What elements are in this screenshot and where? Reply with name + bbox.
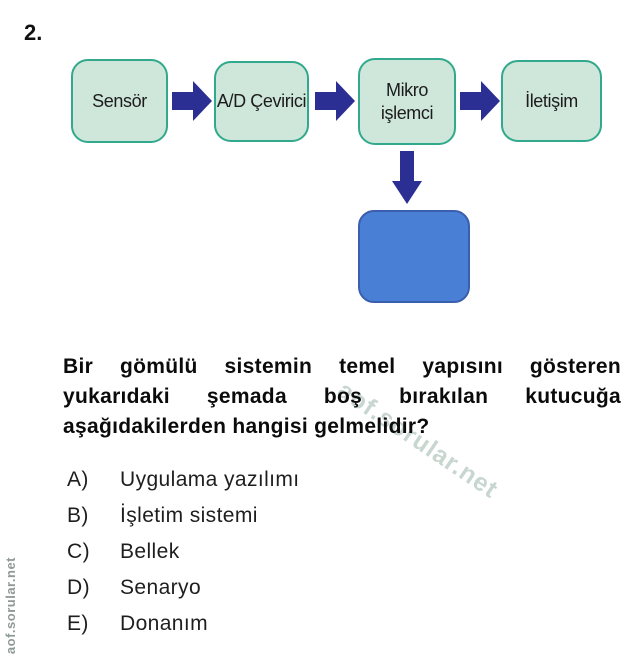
option-text: İşletim sistemi (120, 504, 258, 527)
option-letter: E) (67, 612, 89, 635)
question-text: Bir gömülü sistemin temel yapısını göste… (63, 352, 621, 442)
diagram-box-sensor: Sensör (71, 59, 168, 143)
question-number: 2. (24, 20, 43, 45)
option-text: Donanım (120, 612, 209, 635)
option-letter: C) (67, 540, 90, 563)
right-arrow-icon (172, 79, 212, 128)
option-c: C) Bellek (67, 534, 487, 570)
option-b: B) İşletim sistemi (67, 498, 487, 534)
option-d: D) Senaryo (67, 570, 487, 606)
options-list: A) Uygulama yazılımı B) İşletim sistemi … (67, 462, 487, 642)
right-arrow-icon (460, 79, 500, 128)
option-e: E) Donanım (67, 606, 487, 642)
diagram-box-ad-converter: A/D Çevirici (214, 61, 309, 142)
question-line: Bir gömülü sistemin temel yapısını göste… (63, 355, 621, 378)
diagram-box-microprocessor: Mikro işlemci (358, 58, 456, 145)
watermark-vertical: aof.sorular.net (3, 556, 18, 654)
diagram-box-communication: İletişim (501, 60, 602, 142)
down-arrow-icon (392, 151, 422, 209)
question-line: aşağıdakilerden hangisi gelmelidir? (63, 415, 430, 438)
option-letter: D) (67, 576, 90, 599)
diagram-empty-answer-box (358, 210, 470, 303)
option-text: Senaryo (120, 576, 202, 599)
option-text: Bellek (120, 540, 180, 563)
option-a: A) Uygulama yazılımı (67, 462, 487, 498)
right-arrow-icon (315, 79, 355, 128)
option-letter: A) (67, 468, 89, 491)
option-text: Uygulama yazılımı (120, 468, 300, 491)
question-line: yukarıdaki şemada boş bırakılan kutucuğa (63, 385, 621, 408)
option-letter: B) (67, 504, 89, 527)
